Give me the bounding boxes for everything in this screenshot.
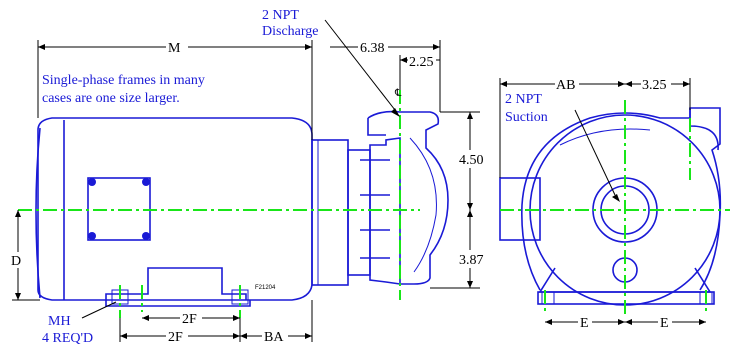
note-line-1: Single-phase frames in many: [42, 73, 205, 88]
centerlines: [18, 90, 730, 318]
dim-M: M: [168, 41, 181, 56]
dim-6-38: 6.38: [360, 41, 385, 56]
mh-label-1: MH: [48, 314, 71, 329]
pump-side-view: [311, 110, 449, 286]
dim-2-25: 2.25: [409, 55, 434, 70]
mh-label-2: 4 REQ'D: [42, 331, 93, 345]
dim-4-50: 4.50: [459, 153, 484, 168]
dim-3-87: 3.87: [459, 253, 484, 268]
dim-2F-upper: 2F: [182, 312, 197, 327]
centerline-symbol: ℄: [394, 88, 402, 99]
dim-2F-lower: 2F: [168, 330, 183, 345]
dim-E-left: E: [580, 316, 589, 331]
dim-3-25: 3.25: [642, 78, 667, 93]
dim-AB: AB: [556, 78, 575, 93]
discharge-label-2: Discharge: [262, 24, 319, 39]
discharge-label-1: 2 NPT: [262, 8, 299, 23]
labels: 2 NPT Discharge Single-phase frames in m…: [10, 8, 672, 345]
motor-body: [35, 117, 313, 307]
dim-BA: BA: [264, 330, 284, 345]
suction-label-2: Suction: [505, 110, 548, 125]
suction-label-1: 2 NPT: [505, 92, 542, 107]
dim-E-right: E: [660, 316, 669, 331]
drawing-number: F21204: [255, 285, 276, 291]
note-line-2: cases are one size larger.: [42, 91, 180, 106]
pump-end-view: [499, 107, 722, 306]
dim-D: D: [11, 254, 21, 269]
